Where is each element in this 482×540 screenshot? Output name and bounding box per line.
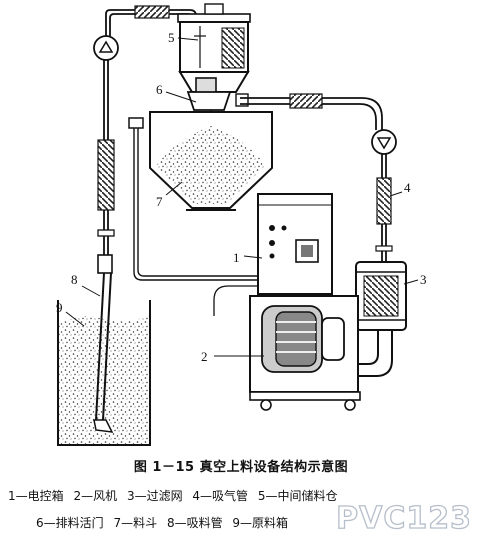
- vacuum-loader-diagram: 1 2 3 4 5 6 7 8 9: [56, 3, 427, 446]
- pvc123-watermark-logo: PVC123: [336, 500, 472, 536]
- legend-item: 2—风机: [73, 489, 118, 503]
- legend-item: 3—过滤网: [126, 489, 183, 503]
- legend-item: 8—吸料管: [166, 516, 223, 530]
- callout-labels: 1 2 3 4 5 6 7 8 9: [56, 30, 427, 364]
- suction-pipe: [93, 254, 114, 433]
- label-2: 2: [201, 349, 208, 364]
- fan-blower: [249, 295, 361, 411]
- intermediate-hopper: [177, 3, 251, 128]
- label-3: 3: [420, 272, 427, 287]
- label-5: 5: [168, 30, 175, 45]
- legend-item: 4—吸气管: [192, 489, 249, 503]
- material-hopper: [149, 111, 273, 211]
- legend-row-1: 1—电控箱 2—风机 3—过滤网 4—吸气管 5—中间储料仓: [8, 487, 476, 504]
- vacuum-control-line: [128, 117, 258, 281]
- label-7: 7: [156, 194, 163, 209]
- legend-item: 7—料斗: [113, 516, 158, 530]
- label-9: 9: [56, 300, 63, 315]
- legend-item: 1—电控箱: [8, 489, 64, 503]
- svg-text:PVC123: PVC123: [336, 501, 472, 536]
- leader-lines: [65, 37, 419, 357]
- label-8: 8: [71, 272, 78, 287]
- legend-item: 9—原料箱: [232, 516, 289, 530]
- legend-item: 6—排料活门: [36, 516, 104, 530]
- exhaust-air-hose: [240, 93, 383, 130]
- label-4: 4: [404, 180, 411, 195]
- label-1: 1: [233, 250, 240, 265]
- label-6: 6: [156, 82, 163, 97]
- suction-air-pipe: [375, 154, 393, 262]
- control-box: [213, 193, 333, 316]
- figure-caption: 图 1－15 真空上料设备结构示意图: [133, 460, 349, 475]
- legend-row-2: 6—排料活门 7—料斗 8—吸料管 9—原料箱: [36, 514, 482, 531]
- check-valve-right: [371, 129, 397, 155]
- left-suction-hose: [97, 60, 115, 255]
- legend-item: 5—中间储料仓: [257, 489, 338, 503]
- check-valve-left: [93, 35, 119, 61]
- raw-material-box: [57, 300, 151, 446]
